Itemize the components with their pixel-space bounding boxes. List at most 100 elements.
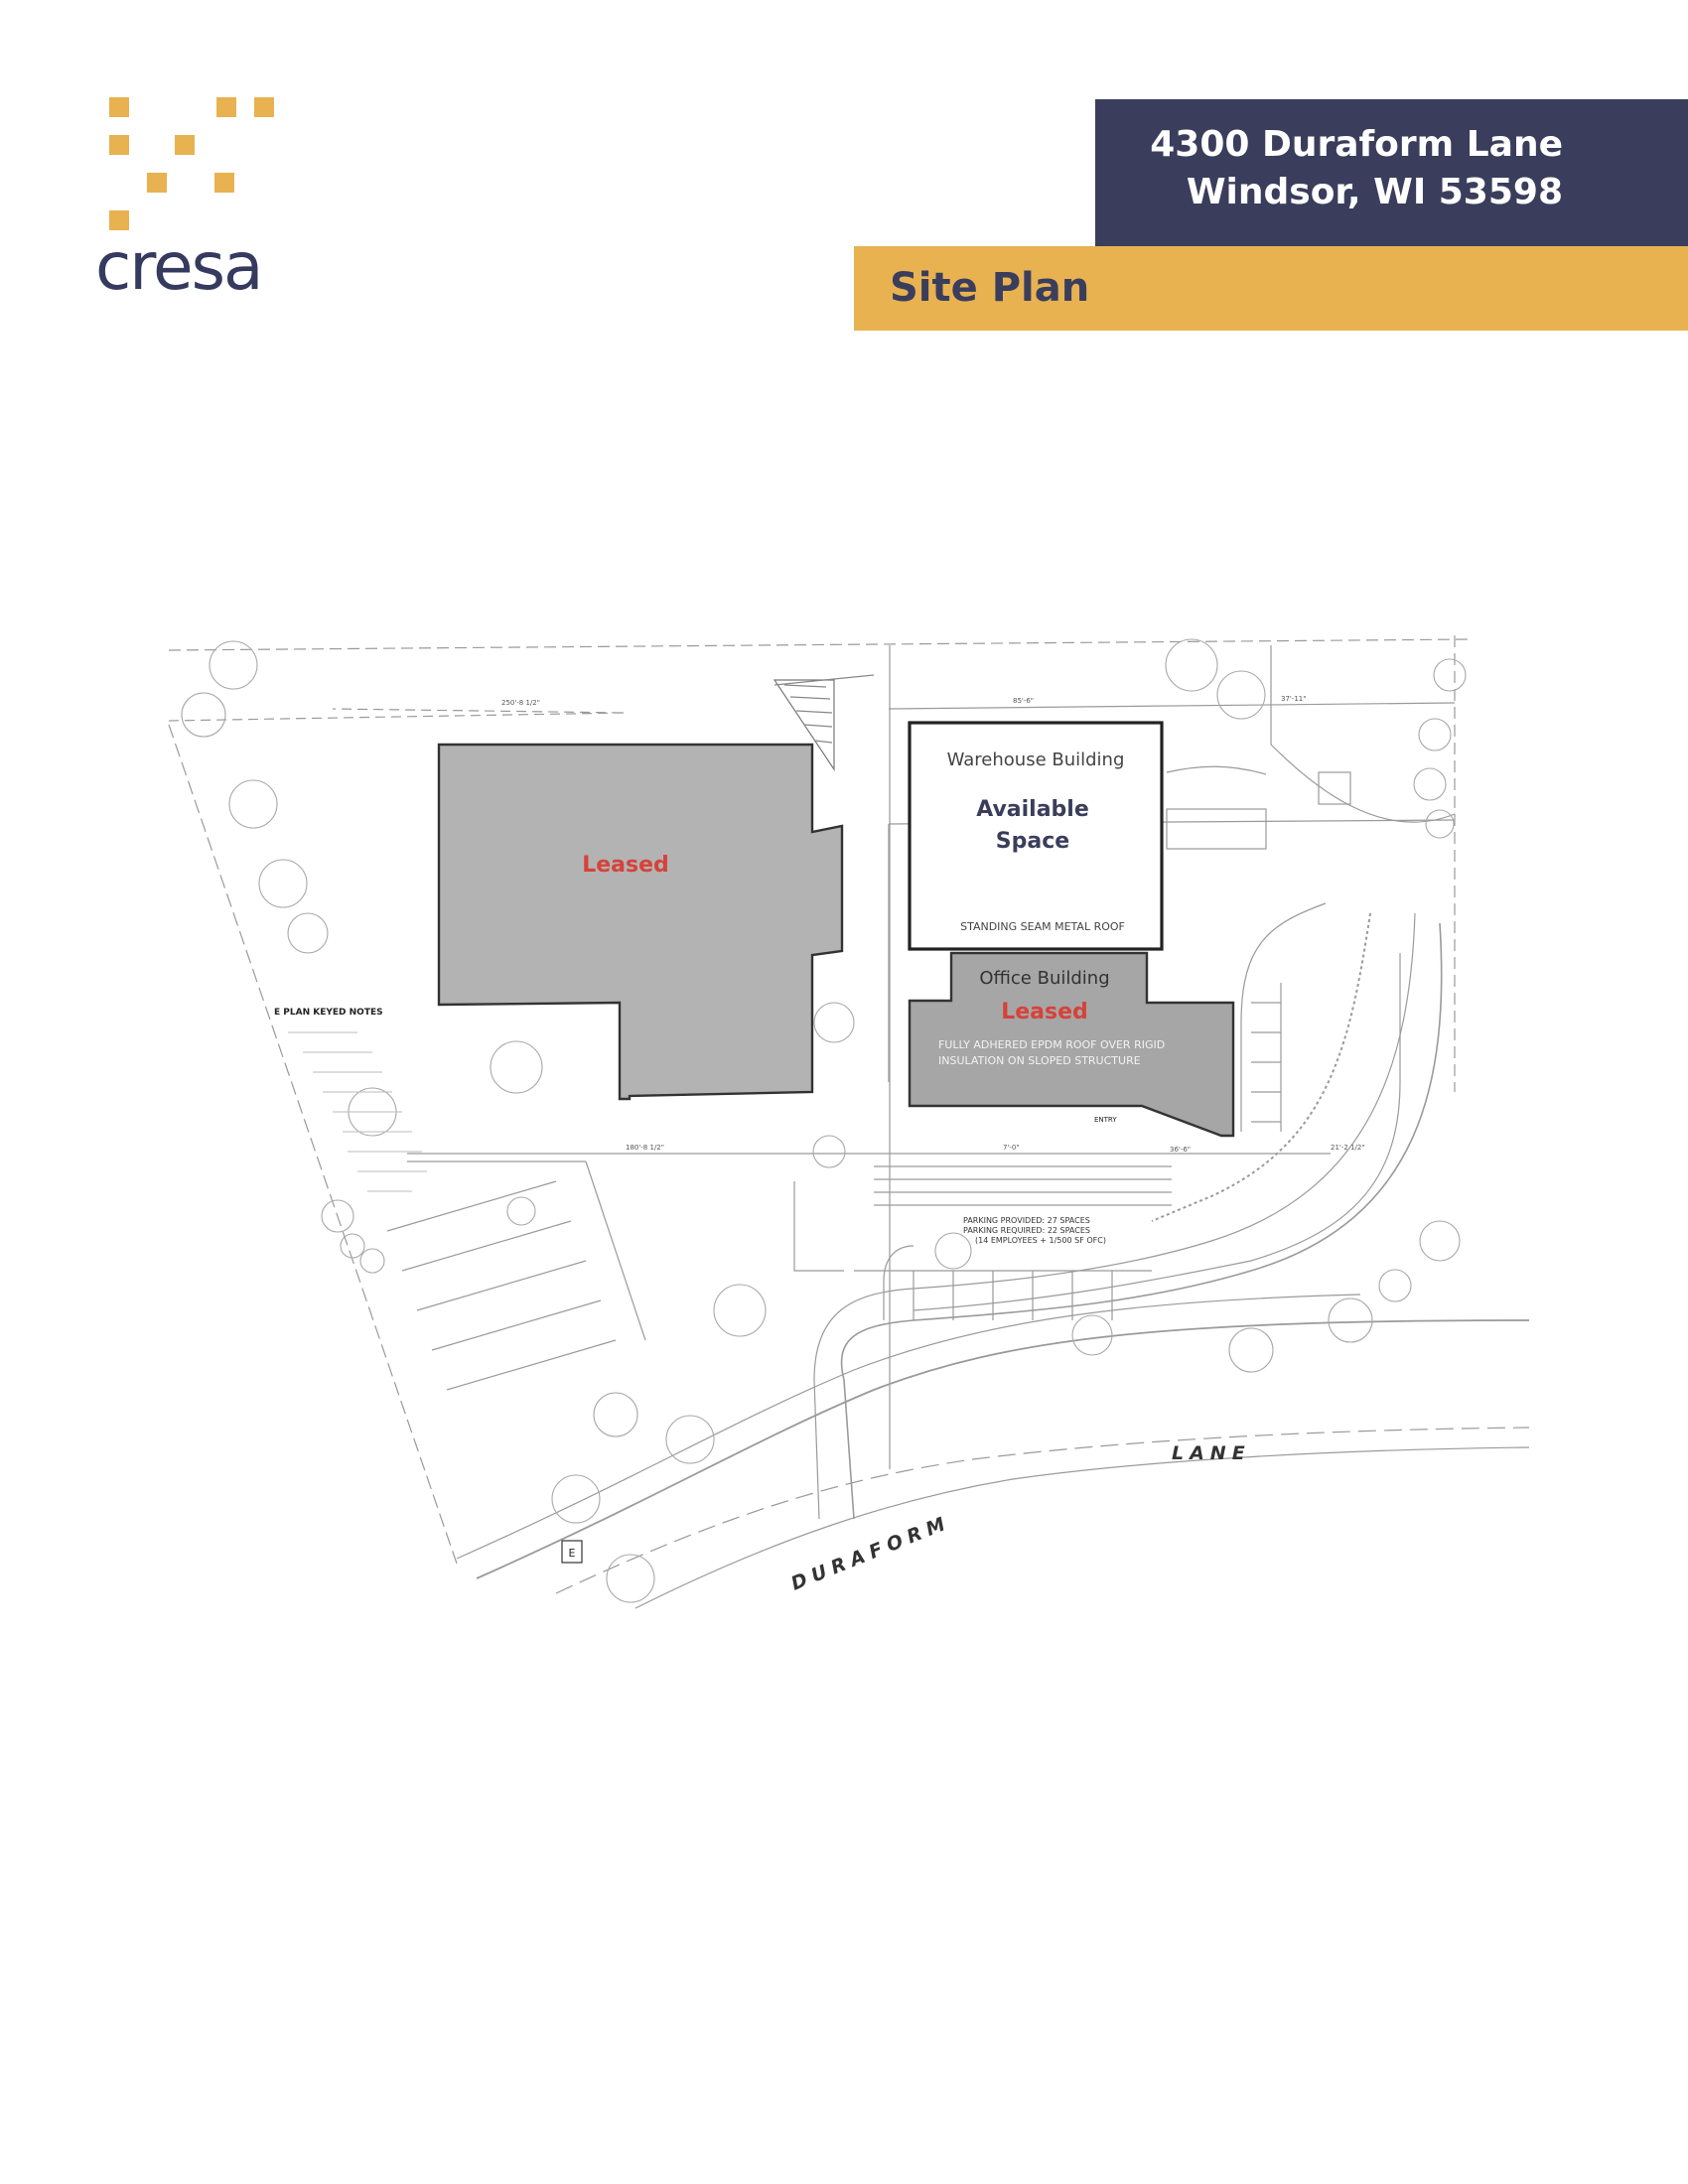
grid-marker-box [561,1540,583,1564]
office-status: Leased [1001,1000,1088,1024]
tree [181,692,226,738]
drive-edge [1270,645,1456,823]
landscape-edge [1151,912,1371,1222]
hatch-area-lines [783,684,833,744]
dimension-label: 180'-8 1/2" [626,1144,664,1152]
loading-ramp [1166,765,1267,775]
parking-island [883,1245,914,1320]
dimension-label: 250'-8 1/2" [501,699,540,707]
parking-provided: PARKING PROVIDED: 27 SPACES [963,1216,1090,1225]
street-edge-south [634,1446,1529,1609]
entry-label: ENTRY [1094,1116,1117,1124]
parking-required: PARKING REQUIRED: 22 SPACES [963,1226,1090,1235]
keyed-notes-title: E PLAN KEYED NOTES [274,1008,383,1018]
tree [340,1233,365,1259]
office-name: Office Building [979,968,1109,989]
site-plan-drawing: Leased Warehouse Building Available Spac… [168,635,1529,1609]
street-edge [476,1319,1529,1579]
parking-stall-line [431,1299,602,1351]
tree [606,1554,655,1603]
dimension-label: 37'-11" [1281,695,1306,703]
curb-line [793,1181,844,1272]
logo-square [175,135,195,155]
tree [287,912,329,954]
parking-stall-line [1251,1002,1281,1123]
logo-square [216,97,236,117]
sidewalk-hatch [874,1165,1172,1206]
page-title: Site Plan [854,246,1688,331]
office-building [908,951,1235,1138]
parking-lot-edge [585,1160,646,1341]
parking-stall-line [854,1270,1152,1320]
street-centerline [555,1427,1529,1594]
street-label-duraform: DURAFORM [788,1511,954,1595]
logo-wordmark: cresa [95,228,263,305]
tree [812,1135,846,1168]
tree [934,1232,972,1270]
tree [713,1284,767,1337]
cresa-logo: cresa [95,95,294,304]
parking-lot-edge [1240,902,1327,1132]
dumpster-enclosure [1318,771,1351,805]
tree [321,1199,354,1233]
parking-stall-line [401,1220,572,1272]
tree [1433,658,1467,692]
address-line-2: Windsor, WI 53598 [1186,172,1563,212]
logo-square [147,173,167,193]
property-line-west [168,724,458,1565]
keyed-notes-lines [288,1031,427,1192]
office-roof-note-line-2: INSULATION ON SLOPED STRUCTURE [938,1054,1141,1067]
loading-dock [1166,808,1267,850]
tree [1425,809,1455,839]
warehouse-status-line-1: Available [976,797,1089,822]
logo-square [109,97,129,117]
west-building-status: Leased [582,853,669,878]
logo-square [109,210,129,230]
dimension-label: 21'-2 1/2" [1331,1144,1365,1152]
tree [228,779,278,829]
address-line-1: 4300 Duraform Lane [1150,124,1563,165]
tree [209,640,258,690]
warehouse-name: Warehouse Building [947,750,1125,770]
tree [1071,1314,1113,1356]
site-plan: Leased Warehouse Building Available Spac… [159,625,1529,1628]
tree [1216,670,1266,720]
dimension-label: 36'-6" [1170,1146,1191,1154]
street-label-lane: LANE [1172,1442,1251,1464]
tree [490,1040,543,1094]
tree [506,1196,536,1226]
tree [1418,718,1452,751]
logo-square [109,135,129,155]
tree [1228,1327,1274,1373]
logo-square [254,97,274,117]
warehouse-status-line-2: Space [996,829,1069,854]
tree [593,1392,638,1437]
tree [1419,1220,1461,1262]
parking-island [913,953,1401,1311]
tree [551,1474,601,1524]
tree [1413,767,1447,801]
west-building [437,743,844,1101]
parking-formula: (14 EMPLOYEES + 1/500 SF OFC) [975,1236,1106,1245]
drive-edge [813,912,1416,1520]
tree [813,1002,855,1043]
trees [181,638,1467,1603]
parking-stall-line [446,1339,617,1391]
logo-square [214,173,234,193]
street-edge [456,1294,1361,1560]
office-roof-note-line-1: FULLY ADHERED EPDM ROOF OVER RIGID [938,1038,1165,1051]
property-line-north [168,638,1471,651]
tree [665,1415,715,1464]
dimension-label: 7'-0" [1003,1144,1020,1152]
parking-stall-line [416,1260,587,1311]
dimension-label: 85'-6" [1013,697,1034,705]
grid-marker: E [569,1547,576,1560]
tree [258,859,308,908]
setback-line [888,702,1456,710]
tree [1328,1297,1373,1343]
warehouse-building[interactable] [908,721,1164,951]
parking-stall-line [386,1180,557,1232]
drive-edge [840,922,1443,1520]
property-line [168,708,627,722]
address-block: 4300 Duraform Lane Windsor, WI 53598 [1095,99,1688,246]
